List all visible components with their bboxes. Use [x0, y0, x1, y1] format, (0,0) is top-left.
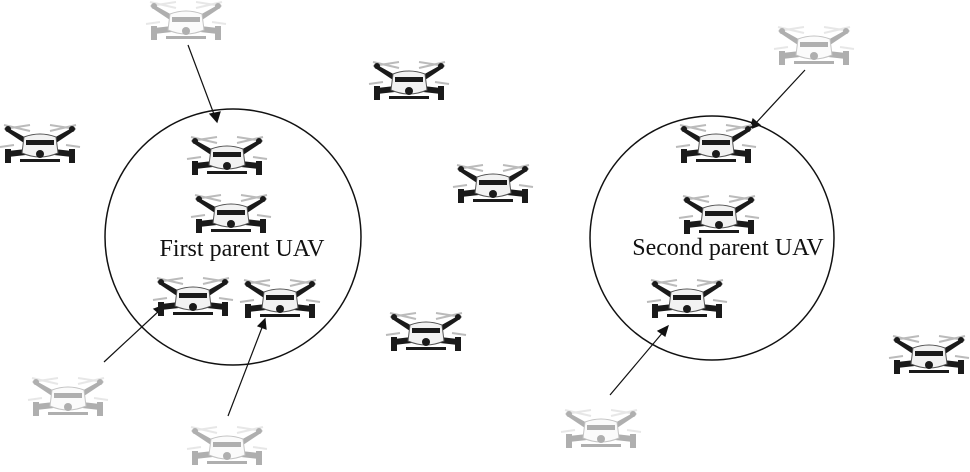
quadcopter-drone-icon [191, 195, 271, 233]
quadcopter-drone-icon [679, 196, 759, 234]
quadcopter-drone-icon [153, 278, 233, 316]
faded-quadcopter-drone-icon [28, 378, 108, 416]
faded-quadcopter-drone-icon [187, 427, 267, 465]
uav-group [0, 62, 969, 374]
quadcopter-drone-icon [0, 125, 80, 163]
quadcopter-drone-icon [889, 336, 969, 374]
faded-quadcopter-drone-icon [146, 2, 226, 40]
faded-quadcopter-drone-icon [561, 410, 641, 448]
quadcopter-drone-icon [187, 137, 267, 175]
quadcopter-drone-icon [240, 280, 320, 318]
first-parent-label: First parent UAV [160, 236, 326, 262]
quadcopter-drone-icon [386, 313, 466, 351]
second-parent-label: Second parent UAV [632, 235, 824, 261]
faded-quadcopter-drone-icon [774, 27, 854, 65]
arrow-bottom-to-first [228, 319, 266, 416]
quadcopter-drone-icon [453, 165, 533, 203]
quadcopter-drone-icon [369, 62, 449, 100]
arrow-top-to-second [750, 70, 805, 129]
quadcopter-drone-icon [647, 280, 727, 318]
arrow-left-to-first [104, 305, 165, 362]
quadcopter-drone-icon [676, 125, 756, 163]
faded-uav-group [28, 2, 854, 465]
